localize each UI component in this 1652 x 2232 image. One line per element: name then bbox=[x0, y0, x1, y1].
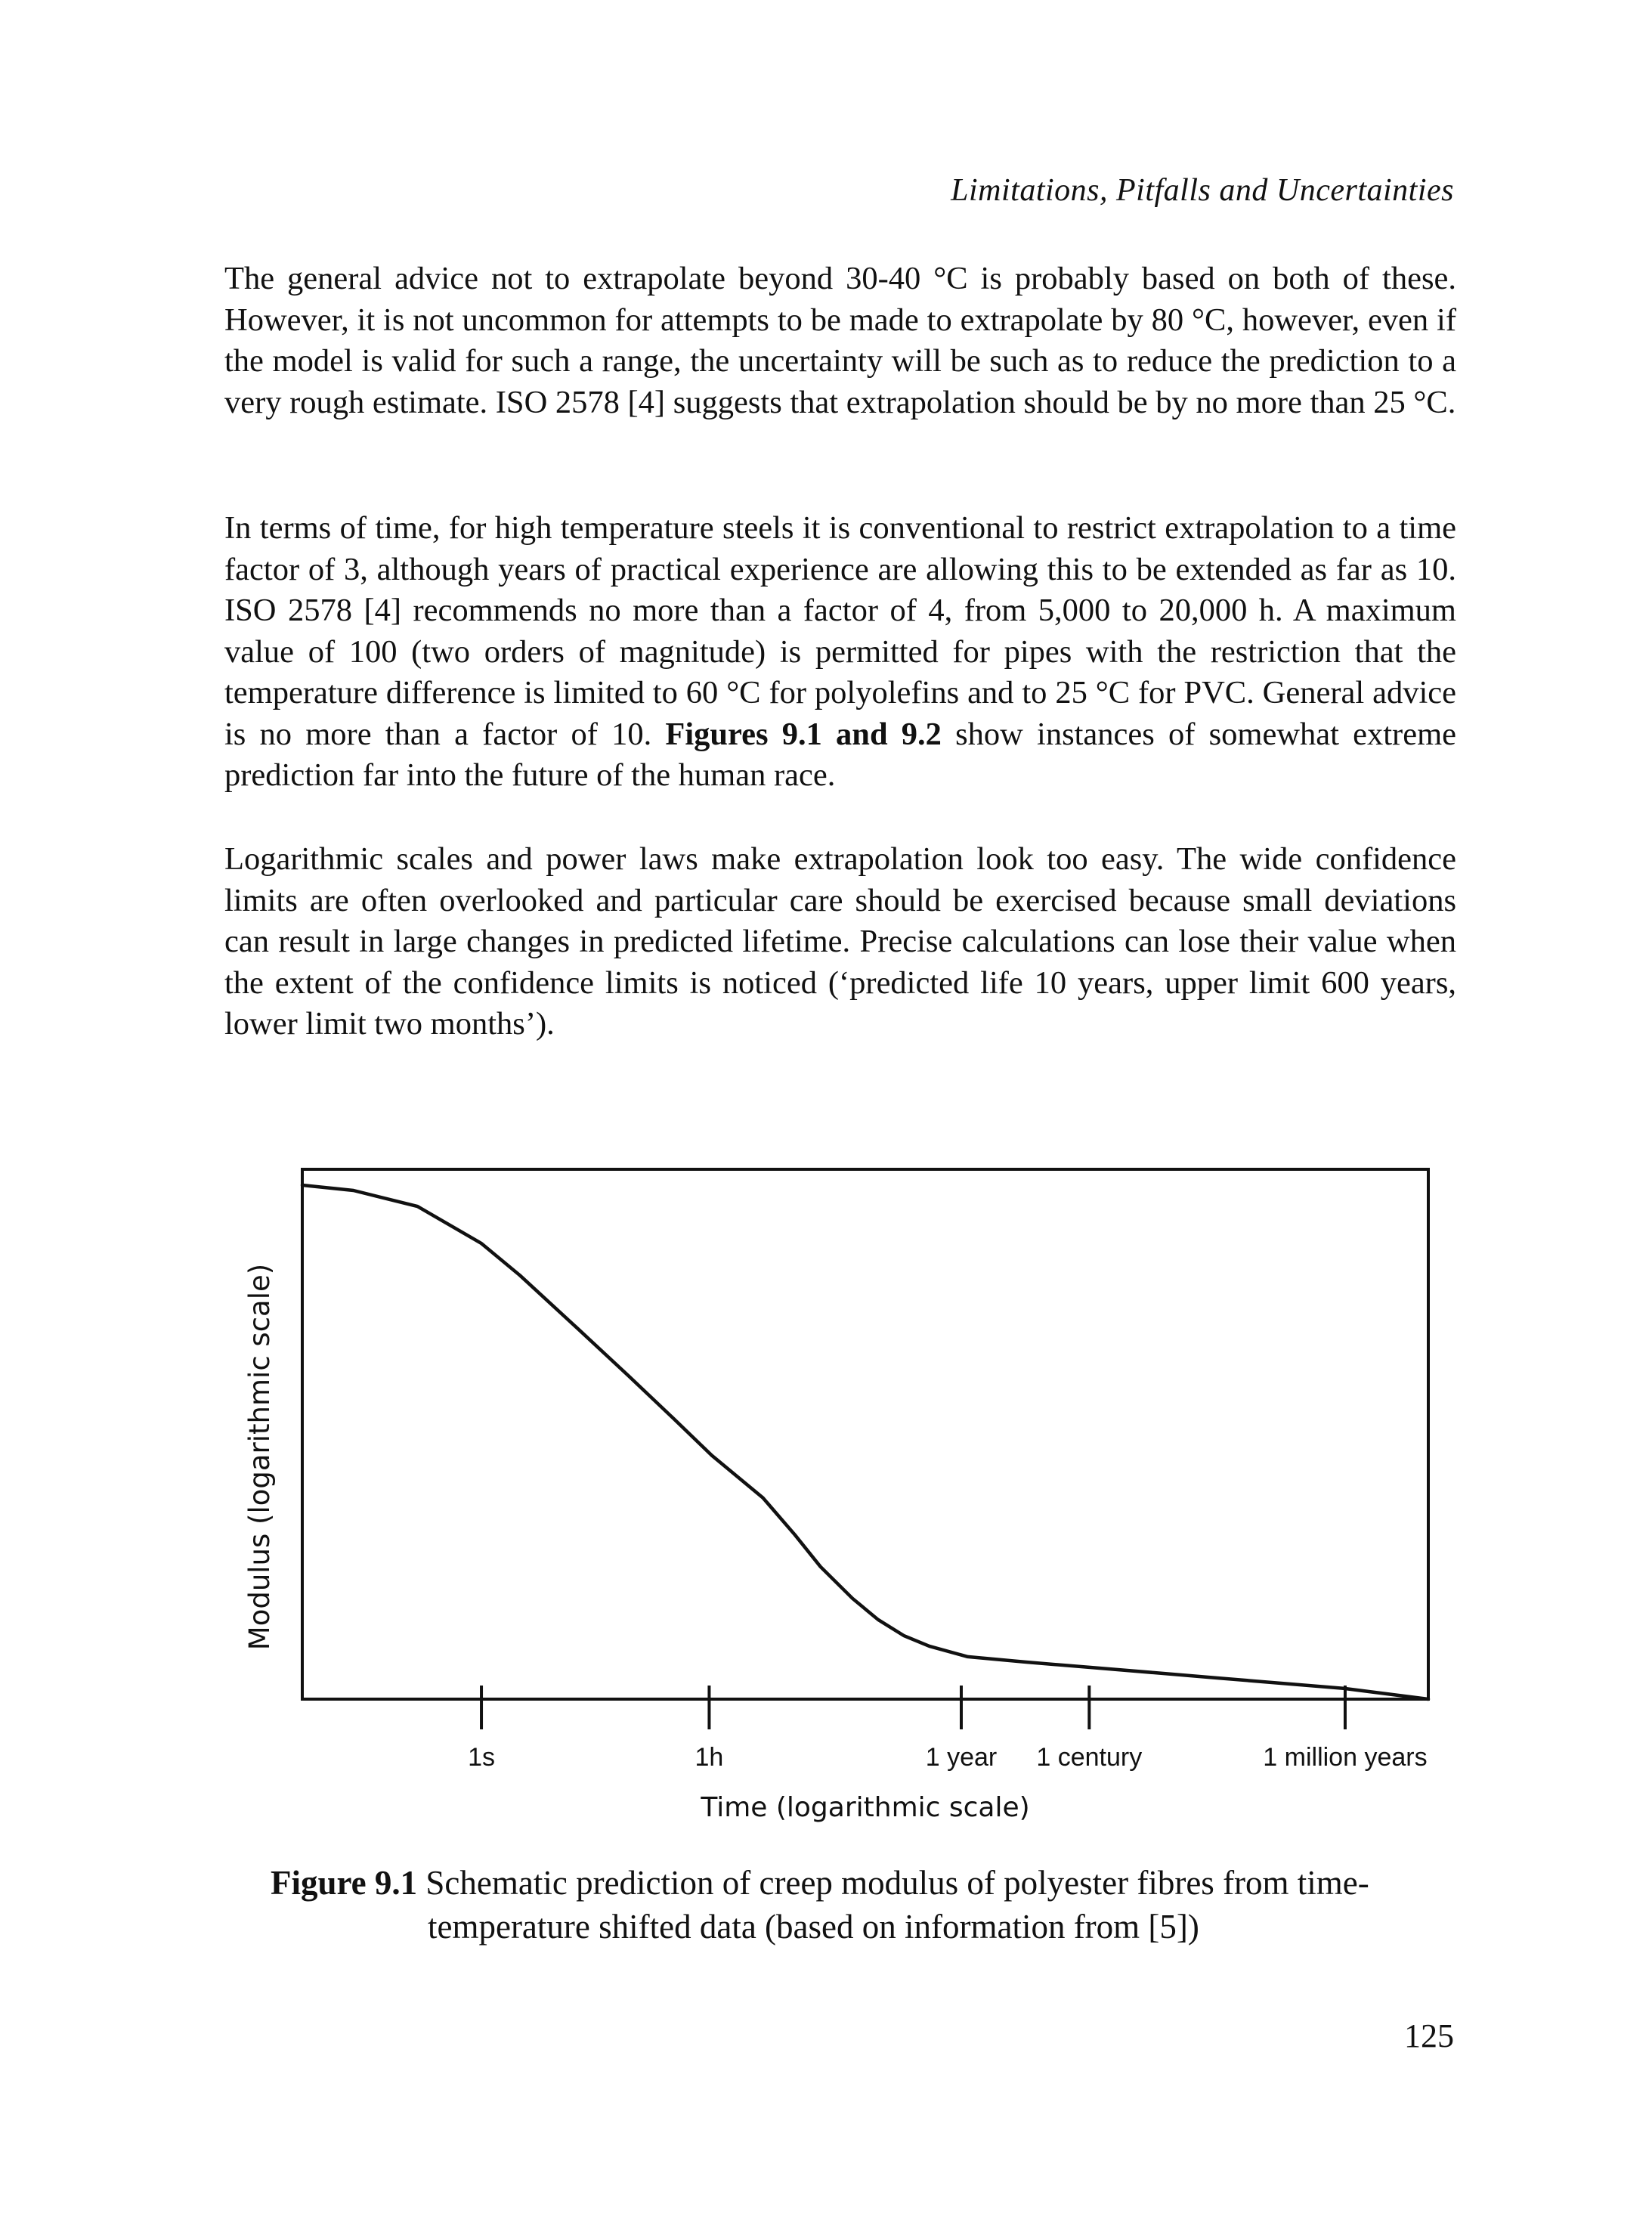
x-tick-label: 1h bbox=[695, 1743, 724, 1772]
paragraph-2-run: Figures 9.1 and 9.2 bbox=[665, 716, 942, 752]
page-number: 125 bbox=[1404, 2017, 1454, 2054]
paragraph-3: Logarithmic scales and power laws make e… bbox=[224, 839, 1456, 1045]
figure-caption: Figure 9.1 Schematic prediction of creep… bbox=[271, 1861, 1434, 1949]
figure-caption-line1: Schematic prediction of creep modulus of… bbox=[417, 1864, 1369, 1902]
paragraph-2-run: In terms of time, for high temperature s… bbox=[224, 510, 1456, 752]
x-axis-label: Time (logarithmic scale) bbox=[700, 1792, 1029, 1823]
paragraph-2: In terms of time, for high temperature s… bbox=[224, 508, 1456, 797]
x-tick-label: 1 year bbox=[926, 1743, 998, 1772]
x-tick-label: 1s bbox=[468, 1743, 495, 1772]
x-tick-label: 1 century bbox=[1036, 1743, 1142, 1772]
plot-frame bbox=[301, 1168, 1430, 1701]
paragraph-1-run: The general advice not to extrapolate be… bbox=[224, 261, 1456, 420]
series-line bbox=[300, 1183, 1431, 1701]
figure-caption-label: Figure 9.1 bbox=[271, 1864, 418, 1902]
y-axis-label: Modulus (logarithmic scale) bbox=[243, 1264, 276, 1650]
x-tick-label: 1 million years bbox=[1263, 1743, 1427, 1772]
paragraph-3-run: Logarithmic scales and power laws make e… bbox=[224, 841, 1456, 1042]
figure-caption-line2: temperature shifted data (based on infor… bbox=[428, 1908, 1199, 1946]
paragraph-2-run: show instances of somewhat extreme predi… bbox=[224, 716, 1456, 794]
paragraph-1: The general advice not to extrapolate be… bbox=[224, 258, 1456, 423]
running-head: Limitations, Pitfalls and Uncertainties bbox=[951, 173, 1454, 208]
